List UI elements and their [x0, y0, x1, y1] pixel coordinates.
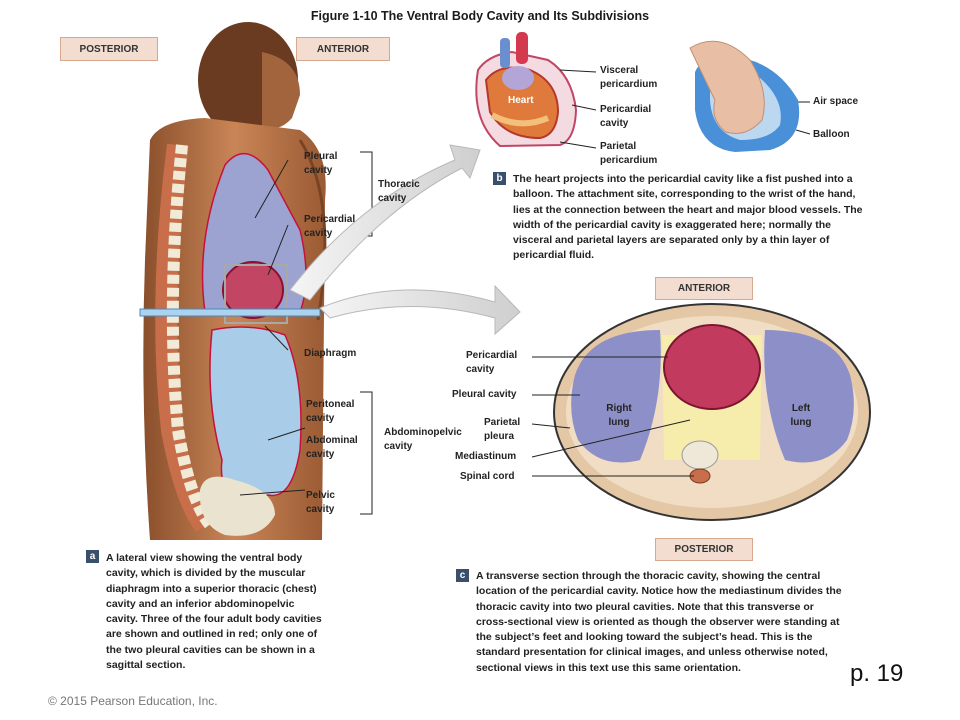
label-right-lung: Right lung	[606, 403, 632, 428]
arrow-to-heart	[289, 144, 481, 301]
badge-c: c	[456, 569, 469, 582]
label-heart: Heart	[508, 95, 534, 106]
label-pleural-cavity: Pleural cavity	[304, 151, 338, 176]
spine	[155, 143, 215, 532]
arrow-to-section	[319, 284, 521, 336]
label-pleural-cavity-c: Pleural cavity	[452, 389, 517, 400]
section-plane-bar	[139, 308, 321, 317]
label-parietal-pleura: Parietal pleura	[484, 417, 521, 442]
figure-title: Figure 1-10 The Ventral Body Cavity and …	[310, 9, 650, 23]
pericardial-cavity-shape	[222, 261, 284, 319]
label-left-lung: Left lung	[790, 403, 812, 428]
label-parietal-pericardium: Parietal pericardium	[600, 141, 658, 166]
label-visceral-pericardium: Visceral pericardium	[600, 65, 658, 90]
tag-anterior-c: ANTERIOR	[655, 277, 753, 300]
label-pericardial-cavity-c: Pericardial cavity	[466, 350, 518, 375]
label-pelvic-cavity: Pelvic cavity	[306, 490, 335, 515]
label-thoracic-cavity: Thoracic cavity	[378, 179, 420, 204]
leader-lines-b	[559, 69, 811, 149]
page-number: p. 19	[850, 660, 904, 687]
leader-lines-c	[531, 356, 694, 477]
zoom-frame	[224, 264, 288, 324]
badge-b: b	[493, 172, 506, 185]
caption-c: A transverse section through the thoraci…	[476, 570, 842, 674]
fist-balloon-illustration	[689, 40, 800, 152]
copyright-text: © 2015 Pearson Education, Inc.	[48, 694, 218, 708]
label-air-space: Air space	[813, 96, 859, 107]
label-abdominal-cavity: Abdominal cavity	[306, 435, 358, 460]
label-pericardial-cavity-b: Pericardial cavity	[600, 104, 652, 129]
tag-posterior-c: POSTERIOR	[655, 538, 753, 561]
tag-anterior-a: ANTERIOR	[296, 37, 390, 61]
label-pericardial-cavity: Pericardial cavity	[304, 214, 356, 239]
transverse-section	[553, 303, 871, 521]
badge-a: a	[86, 550, 99, 563]
label-mediastinum: Mediastinum	[455, 451, 517, 462]
label-abdominopelvic-cavity: Abdominopelvic cavity	[384, 427, 462, 452]
heart-illustration	[475, 32, 578, 148]
label-peritoneal-cavity: Peritoneal cavity	[306, 399, 355, 424]
label-spinal-cord: Spinal cord	[460, 471, 515, 482]
pelvic-bone	[199, 476, 275, 536]
caption-b: The heart projects into the pericardial …	[513, 173, 863, 262]
caption-a: A lateral view showing the ventral body …	[106, 552, 322, 672]
tag-posterior-a: POSTERIOR	[60, 37, 158, 61]
label-balloon: Balloon	[813, 129, 850, 140]
abdominopelvic-cavity-shape	[209, 326, 302, 506]
label-diaphragm: Diaphragm	[304, 348, 357, 359]
